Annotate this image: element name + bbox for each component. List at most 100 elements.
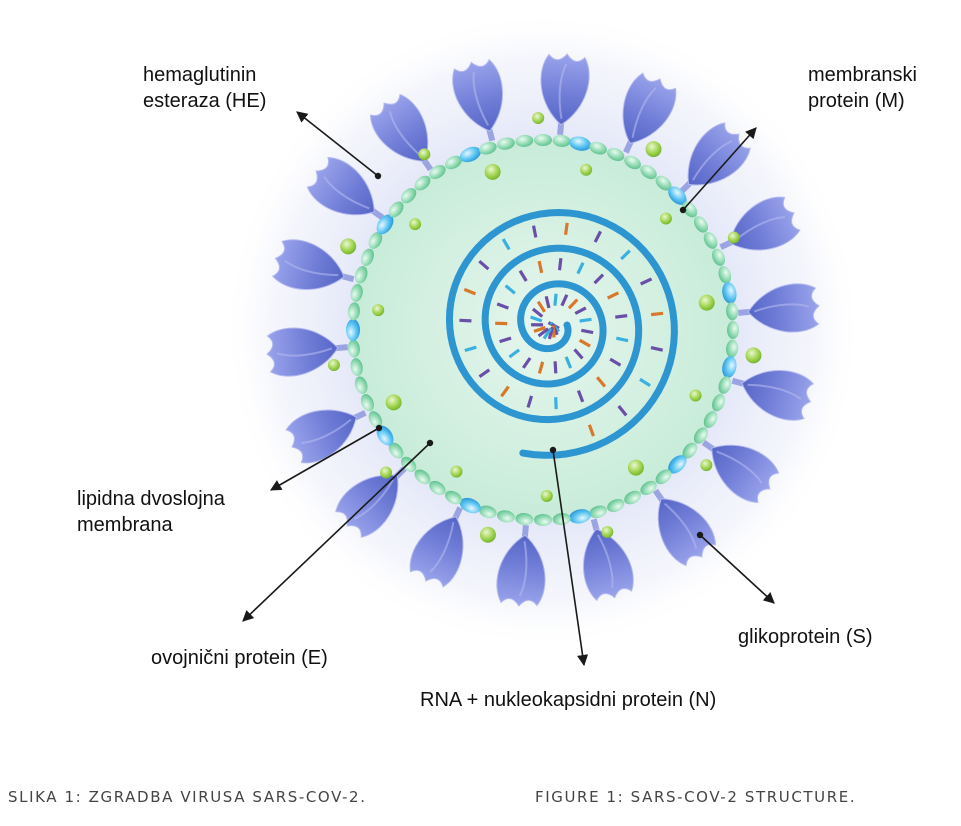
nucleocapsid-stripe bbox=[563, 222, 569, 235]
lipid-membrane bbox=[327, 112, 762, 543]
membrane-bead bbox=[693, 427, 709, 444]
membrane-bead bbox=[552, 134, 571, 147]
he-protein bbox=[385, 394, 402, 411]
membrane-bead bbox=[360, 248, 374, 266]
he-protein bbox=[379, 466, 392, 479]
label-glycoprotein: glikoprotein (S) bbox=[738, 624, 873, 650]
he-protein bbox=[659, 212, 672, 225]
spike bbox=[583, 518, 634, 602]
membrane-protein bbox=[722, 356, 737, 378]
nucleocapsid-stripe bbox=[478, 368, 491, 379]
membrane-bead bbox=[354, 266, 368, 284]
membrane-bead bbox=[726, 339, 739, 358]
nucleocapsid-stripe bbox=[650, 311, 664, 317]
nucleocapsid-stripe bbox=[615, 336, 629, 343]
spike bbox=[271, 239, 355, 290]
nucleocapsid-stripe bbox=[617, 405, 628, 417]
he-protein bbox=[479, 526, 496, 543]
label-membrane-protein: membranski protein (M) bbox=[808, 62, 917, 114]
membrane-bead bbox=[712, 394, 726, 412]
leader-arrow bbox=[682, 127, 757, 211]
nucleocapsid-stripe bbox=[464, 345, 477, 353]
membrane-bead bbox=[347, 302, 360, 321]
membrane-bead bbox=[388, 442, 404, 459]
membrane-protein bbox=[668, 186, 687, 205]
he-protein bbox=[645, 141, 662, 158]
nucleocapsid-stripe bbox=[499, 336, 512, 344]
membrane-bead bbox=[703, 232, 718, 249]
nucleocapsid-stripe bbox=[478, 259, 490, 271]
nucleocapsid-stripe bbox=[595, 376, 607, 388]
label-envelope-protein: ovojnični protein (E) bbox=[151, 645, 328, 671]
nucleocapsid-stripe bbox=[500, 385, 510, 398]
membrane-bead bbox=[414, 175, 431, 191]
membrane-protein bbox=[668, 455, 687, 474]
spike bbox=[370, 93, 434, 172]
he-protein bbox=[601, 525, 614, 538]
nucleocapsid-stripe bbox=[606, 291, 620, 300]
rna-nucleocapsid-spiral bbox=[445, 209, 678, 459]
membrane-bead bbox=[607, 499, 625, 513]
leader-arrow bbox=[270, 427, 380, 491]
membrane-bead bbox=[534, 134, 552, 146]
membrane-bead bbox=[726, 302, 739, 321]
nucleocapsid-stripe bbox=[547, 326, 554, 340]
membrane-bead bbox=[445, 155, 462, 170]
label-m-line1: membranski bbox=[808, 64, 917, 86]
membrane-bead bbox=[703, 411, 718, 428]
membrane-protein bbox=[569, 509, 591, 524]
spike bbox=[540, 53, 590, 136]
membrane-protein bbox=[569, 136, 591, 151]
nucleocapsid-stripe bbox=[537, 327, 550, 338]
nucleocapsid-stripe bbox=[533, 326, 546, 333]
spike bbox=[452, 58, 503, 142]
membrane-bead bbox=[693, 216, 709, 233]
spike-glycoproteins bbox=[266, 53, 820, 607]
nucleocapsid-stripe bbox=[578, 338, 591, 348]
membrane-protein bbox=[722, 282, 737, 304]
spike bbox=[679, 122, 751, 194]
spike bbox=[731, 370, 815, 421]
membrane-bead bbox=[655, 175, 672, 191]
spike bbox=[409, 506, 464, 588]
he-protein bbox=[580, 163, 593, 176]
virus-diagram bbox=[223, 10, 863, 667]
membrane-bead bbox=[429, 164, 446, 180]
membrane-bead bbox=[368, 232, 383, 249]
nucleocapsid-stripe bbox=[501, 238, 511, 251]
he-protein bbox=[532, 112, 545, 125]
membrane-bead bbox=[368, 411, 383, 428]
spike bbox=[306, 157, 385, 221]
nucleocapsid-stripe bbox=[639, 277, 653, 286]
spike bbox=[335, 466, 407, 538]
nucleocapsid-stripe bbox=[587, 424, 595, 437]
he-protein bbox=[745, 347, 762, 364]
label-s-text: glikoprotein (S) bbox=[738, 626, 873, 648]
membrane-bead bbox=[640, 164, 657, 180]
nucleocapsid-stripe bbox=[639, 377, 651, 387]
membrane-bead bbox=[718, 376, 732, 394]
spike bbox=[622, 72, 677, 154]
membrane-bead bbox=[350, 284, 363, 302]
nucleocapsid-stripe bbox=[573, 348, 584, 360]
membrane-protein bbox=[376, 214, 394, 235]
spike bbox=[266, 327, 349, 377]
nucleocapsid-stripe bbox=[531, 225, 538, 238]
spike bbox=[737, 283, 820, 333]
membrane-bead bbox=[607, 147, 625, 161]
nucleocapsid-stripe bbox=[574, 306, 587, 315]
he-protein bbox=[689, 389, 702, 402]
nucleocapsid-stripe bbox=[526, 395, 534, 408]
label-n-text: RNA + nukleokapsidni protein (N) bbox=[420, 689, 717, 711]
membrane-bead bbox=[727, 321, 739, 339]
membrane-bead bbox=[718, 266, 732, 284]
leader-arrow bbox=[296, 111, 379, 177]
nucleocapsid-stripe bbox=[553, 361, 558, 374]
label-lipid-line2: membrana bbox=[77, 514, 173, 536]
caption-english: FIGURE 1: SARS-COV-2 STRUCTURE. bbox=[535, 788, 857, 806]
membrane-bead bbox=[497, 137, 515, 150]
caption-slovenian: SLIKA 1: ZGRADBA VIRUSA SARS-COV-2. bbox=[8, 788, 367, 806]
he-protein bbox=[418, 148, 431, 161]
he-protein bbox=[327, 358, 340, 371]
spike bbox=[496, 524, 546, 607]
